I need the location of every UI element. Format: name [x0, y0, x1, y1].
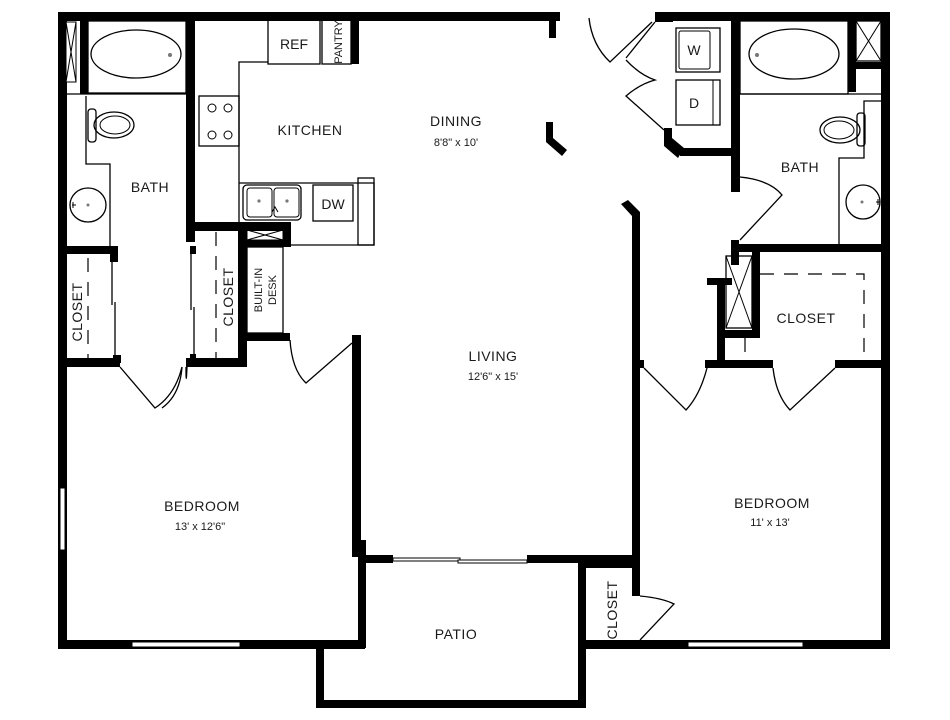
dryer-icon — [675, 79, 721, 126]
room-label-bedroom-right: BEDROOM — [734, 495, 810, 511]
door-patio-closet — [639, 595, 676, 641]
room-label-bath-left: BATH — [131, 179, 169, 195]
right-closet: CLOSET — [725, 255, 865, 360]
dishwasher-label: DW — [321, 196, 345, 212]
room-label-closet-left-2: CLOSET — [220, 267, 236, 326]
kitchen-sink-icon — [242, 184, 302, 221]
refrigerator-icon — [267, 19, 321, 65]
built-in-desk-label-2: DESK — [267, 274, 279, 305]
left-bath: BATH — [67, 20, 187, 246]
toilet-icon — [87, 108, 135, 143]
room-label-living: LIVING — [469, 348, 518, 364]
room-label-closet-patio: CLOSET — [604, 580, 620, 639]
dishwasher-icon — [312, 184, 354, 222]
room-label-patio: PATIO — [435, 626, 477, 642]
room-dimensions-bedroom-right: 11' x 13' — [750, 517, 789, 529]
door-bath-left-bedroom — [161, 366, 183, 409]
refrigerator-label: REF — [280, 36, 308, 52]
doors — [119, 339, 836, 641]
left-closets: CLOSET CLOSET BUILT-IN DESK — [69, 229, 284, 363]
windows — [59, 21, 804, 648]
room-dimensions-bedroom-left: 13' x 12'6" — [175, 521, 225, 533]
bathtub-icon — [748, 28, 840, 80]
room-label-closet-left-1: CLOSET — [69, 282, 85, 341]
sink-icon — [69, 187, 107, 223]
bedrooms: BEDROOM 13' x 12'6" BEDROOM 11' x 13' — [164, 495, 810, 533]
stove-icon — [198, 95, 240, 147]
kitchen: REF PANTRY DW KITCHEN — [198, 19, 375, 246]
washer-label: W — [687, 42, 701, 58]
pantry — [321, 19, 352, 65]
room-label-bath-right: BATH — [781, 159, 819, 175]
room-dimensions-dining: 8'8" x 10' — [434, 137, 478, 149]
room-dimensions-living: 12'6" x 15' — [468, 371, 518, 383]
right-bath: BATH — [739, 20, 882, 244]
walls — [58, 12, 890, 708]
built-in-desk-label-1: BUILT-IN — [253, 268, 265, 312]
entry-door — [588, 17, 653, 63]
bathtub-icon — [90, 29, 182, 79]
patio: PATIO CLOSET — [435, 580, 620, 642]
sink-icon — [845, 184, 881, 220]
room-label-kitchen: KITCHEN — [278, 122, 343, 138]
door-bedroom-right-2 — [772, 367, 836, 411]
door-closet-left-1 — [119, 366, 183, 409]
laundry: W D — [625, 21, 721, 131]
dining-living: DINING 8'8" x 10' LIVING 12'6" x 15' — [430, 17, 653, 383]
room-label-closet-right: CLOSET — [776, 310, 835, 326]
door-bedroom-right-1 — [643, 367, 708, 411]
door-closet-left-2 — [185, 366, 188, 380]
washer-icon — [675, 27, 721, 73]
room-label-dining: DINING — [430, 113, 482, 129]
pantry-label: PANTRY — [333, 20, 345, 64]
dryer-label: D — [689, 95, 699, 111]
toilet-icon — [819, 112, 866, 147]
room-label-bedroom-left: BEDROOM — [164, 498, 240, 514]
door-bedroom-left — [289, 339, 353, 384]
